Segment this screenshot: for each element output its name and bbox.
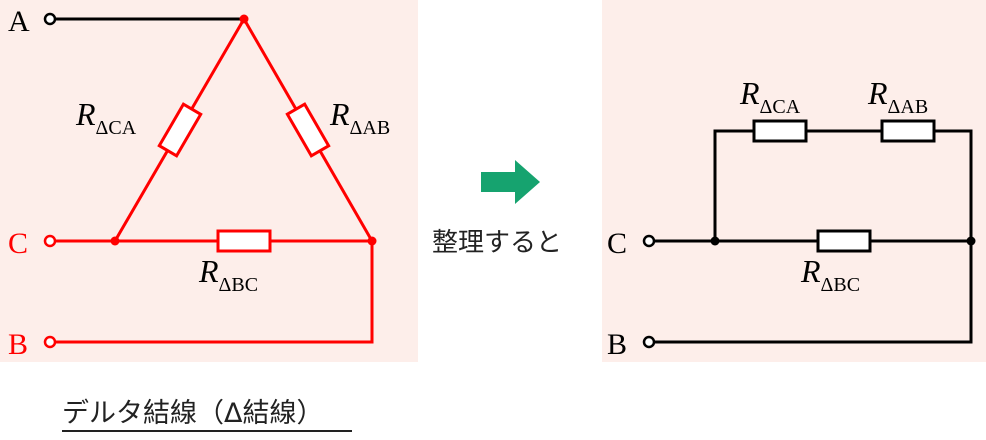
arrow-caption: 整理すると — [432, 228, 562, 258]
resistor-ca-right — [752, 119, 808, 143]
label-r-bc-right: RΔBC — [800, 253, 860, 296]
top-branch-wire — [713, 129, 973, 241]
line-b-wire — [56, 241, 374, 344]
terminal-b-label: B — [8, 328, 28, 361]
terminal-c-label-right: C — [607, 227, 627, 260]
label-r-ca: RΔCA — [75, 96, 137, 139]
node-right-right — [966, 236, 976, 246]
right-panel — [602, 0, 986, 362]
label-r-bc: RΔBC — [198, 253, 258, 296]
resistor-bc — [216, 229, 272, 253]
label-r-ab-right: RΔAB — [867, 75, 928, 118]
line-b-wire-right — [654, 241, 973, 344]
node-left-right — [710, 236, 720, 246]
node-b — [367, 236, 377, 246]
terminal-a-label: A — [8, 5, 30, 38]
resistor-bc-right — [816, 229, 872, 253]
label-r-ca-right: RΔCA — [739, 75, 801, 118]
right-rearranged-circuit: C B RΔCA RΔAB RΔBC — [607, 75, 976, 361]
right-arrow-icon — [481, 160, 540, 204]
terminal-b-circle-right — [642, 335, 656, 349]
terminal-c-circle — [43, 234, 57, 248]
node-a — [239, 14, 249, 24]
diagram-title: デルタ結線（Δ結線） — [62, 398, 323, 429]
left-panel — [0, 0, 418, 362]
left-delta-circuit: A C B RΔCA RΔAB RΔBC — [8, 5, 390, 361]
node-c — [110, 236, 120, 246]
resistor-ab — [285, 102, 331, 158]
terminal-b-label-right: B — [607, 328, 627, 361]
terminal-b-circle — [43, 335, 57, 349]
terminal-c-label: C — [8, 227, 28, 260]
resistor-ab-right — [880, 119, 936, 143]
label-r-ab: RΔAB — [329, 96, 390, 139]
terminal-a-circle — [43, 12, 57, 26]
terminal-c-circle-right — [642, 234, 656, 248]
resistor-ca — [157, 102, 203, 158]
